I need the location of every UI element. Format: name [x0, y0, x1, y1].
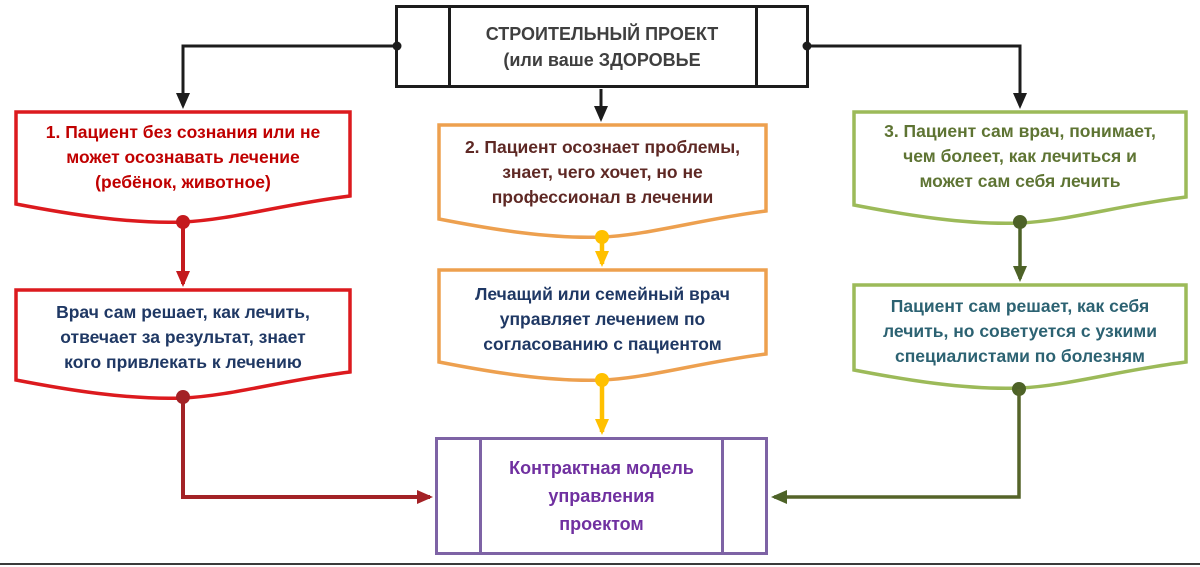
connector-title-to-branch3	[808, 44, 1027, 109]
final-line-2: управления	[548, 486, 655, 506]
branch2-condition-line3: профессионал в лечении	[491, 187, 714, 207]
connector-branch3-to-final	[771, 389, 1021, 504]
branch2-condition-text: 2. Пациент осознает проблемы, знает, чег…	[437, 135, 768, 210]
branch3-outcome-text: Пациент сам решает, как себя лечить, но …	[852, 294, 1188, 369]
branch3-outcome-line2: лечить, но советуется с узкими	[883, 321, 1157, 341]
final-box-right-bar	[721, 440, 724, 552]
final-line-1: Контрактная модель	[509, 458, 694, 478]
branch2-condition-box: 2. Пациент осознает проблемы, знает, чег…	[437, 123, 768, 245]
branch1-condition-line1: 1. Пациент без сознания или не	[45, 122, 321, 142]
title-line-1: СТРОИТЕЛЬНЫЙ ПРОЕКТ	[485, 23, 719, 44]
branch2-outcome-text: Лечащий или семейный врач управляет лече…	[437, 282, 768, 357]
final-text: Контрактная модель управления проектом	[438, 440, 765, 552]
connector-title-to-branch1	[176, 44, 396, 109]
branch1-condition-line2: может осознавать лечение	[66, 147, 300, 167]
connector-branch1-to-final	[181, 397, 433, 504]
branch1-outcome-box: Врач сам решает, как лечить, отвечает за…	[14, 288, 352, 406]
title-box: СТРОИТЕЛЬНЫЙ ПРОЕКТ (или ваше ЗДОРОВЬЕ	[395, 5, 809, 88]
branch2-condition-line1: 2. Пациент осознает проблемы,	[464, 137, 741, 157]
branch3-condition-line2: чем болеет, как лечиться и	[903, 146, 1137, 166]
branch2-outcome-line1: Лечащий или семейный врач	[475, 284, 730, 304]
branch3-condition-line1: 3. Пациент сам врач, понимает,	[884, 121, 1156, 141]
branch1-outcome-line3: кого привлекать к лечению	[64, 352, 302, 372]
title-text: СТРОИТЕЛЬНЫЙ ПРОЕКТ (или ваше ЗДОРОВЬЕ	[398, 8, 806, 85]
title-box-right-bar	[755, 8, 758, 85]
branch2-outcome-line2: управляет лечением по	[499, 309, 706, 329]
branch1-condition-box: 1. Пациент без сознания или не может осо…	[14, 110, 352, 230]
branch2-outcome-line3: согласованию с пациентом	[483, 334, 722, 354]
branch2-outcome-box: Лечащий или семейный врач управляет лече…	[437, 268, 768, 388]
branch3-condition-text: 3. Пациент сам врач, понимает, чем более…	[852, 119, 1188, 194]
branch3-outcome-line1: Пациент сам решает, как себя	[890, 296, 1150, 316]
branch2-condition-line2: знает, чего хочет, но не	[502, 162, 703, 182]
final-box-left-bar	[479, 440, 482, 552]
branch1-outcome-line1: Врач сам решает, как лечить,	[56, 302, 310, 322]
branch1-outcome-line2: отвечает за результат, знает	[60, 327, 306, 347]
branch1-outcome-text: Врач сам решает, как лечить, отвечает за…	[14, 300, 352, 375]
branch3-condition-box: 3. Пациент сам врач, понимает, чем более…	[852, 110, 1188, 231]
bottom-rule	[0, 563, 1200, 565]
final-box: Контрактная модель управления проектом	[435, 437, 768, 555]
branch3-outcome-box: Пациент сам решает, как себя лечить, но …	[852, 283, 1188, 396]
branch1-condition-text: 1. Пациент без сознания или не может осо…	[14, 120, 352, 195]
branch3-condition-line3: может сам себя лечить	[919, 171, 1121, 191]
title-line-2: (или ваше ЗДОРОВЬЕ	[503, 49, 701, 70]
branch1-condition-line3: (ребёнок, животное)	[95, 172, 271, 192]
branch3-outcome-line3: специалистами по болезням	[895, 346, 1145, 366]
final-line-3: проектом	[559, 514, 644, 534]
title-box-left-bar	[448, 8, 451, 85]
